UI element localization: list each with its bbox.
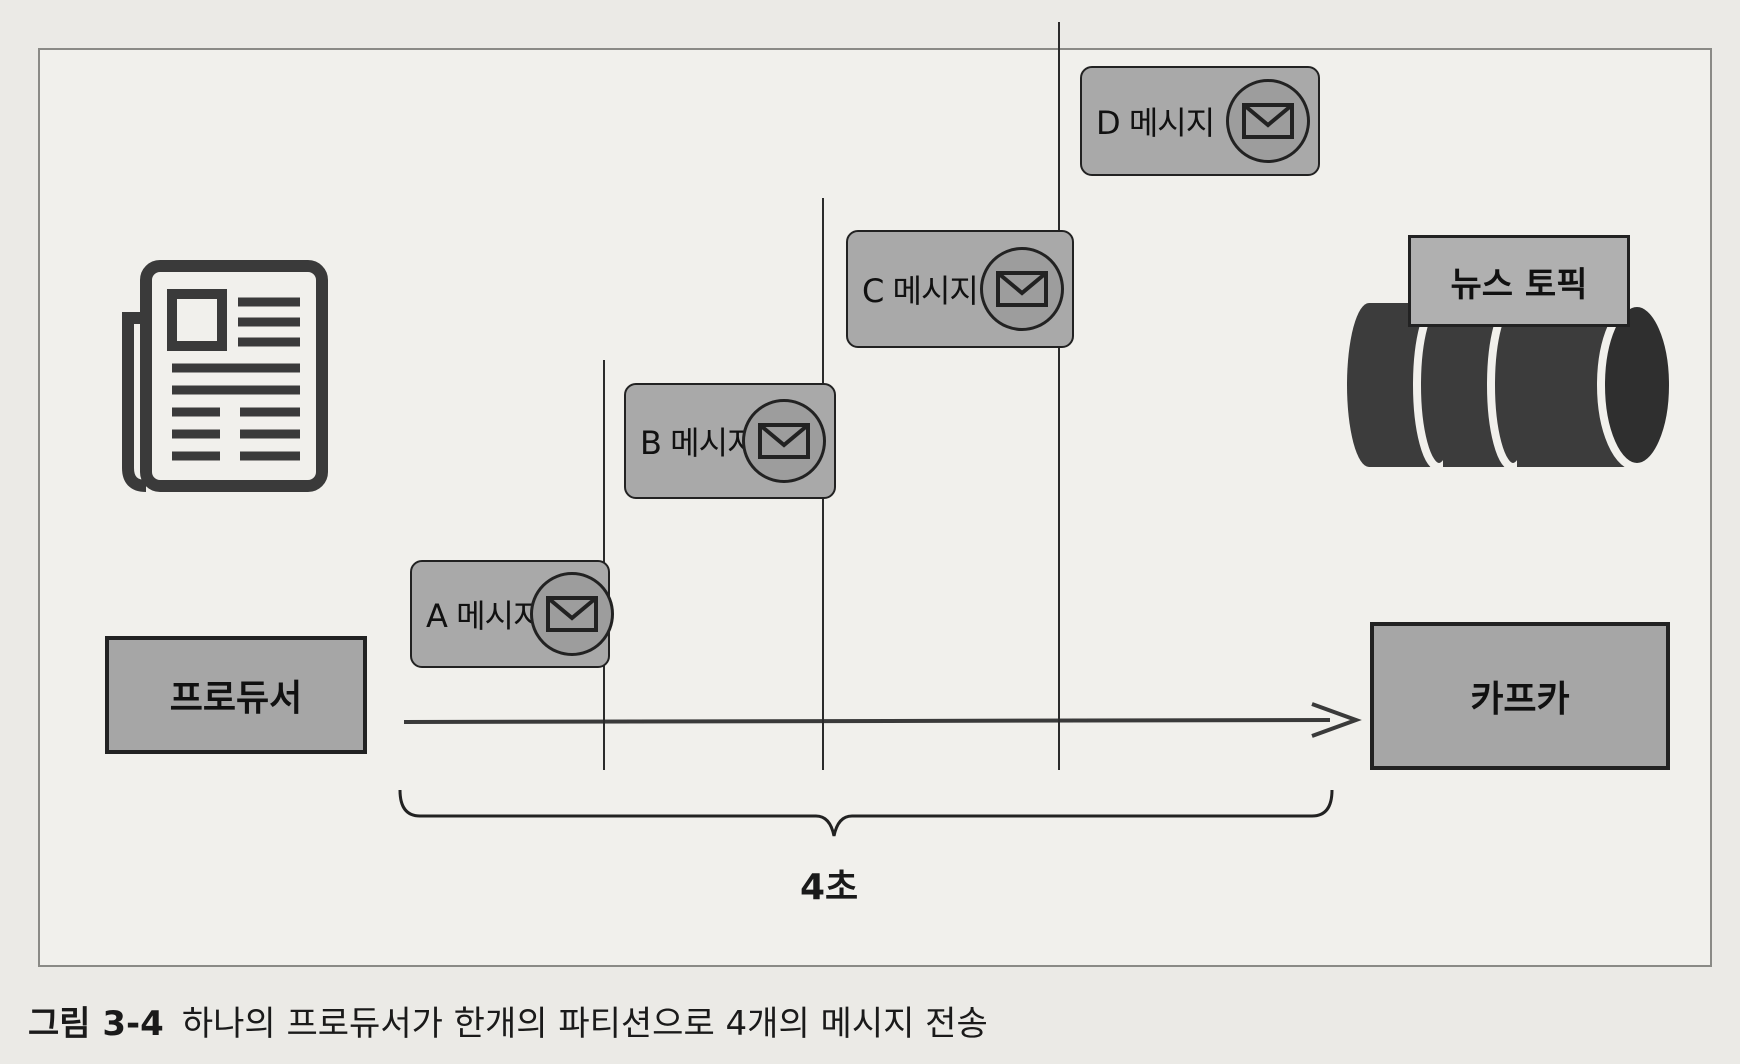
figure-number: 그림 3-4 (28, 1004, 164, 1044)
envelope-icon (980, 247, 1064, 331)
message-label: D 메시지 (1096, 104, 1215, 142)
message-a: A 메시지 (410, 560, 614, 668)
message-label: A 메시지 (426, 597, 542, 635)
topic-label: 뉴스 토픽 (1450, 264, 1588, 305)
message-d: D 메시지 (1080, 66, 1320, 176)
figure-caption: 그림 3-4 하나의 프로듀서가 한개의 파티션으로 4개의 메시지 전송 (28, 996, 988, 1045)
duration-label: 4초 (800, 867, 859, 908)
duration-brace (398, 790, 1334, 837)
producer-box: 프로듀서 (105, 636, 367, 754)
producer-label: 프로듀서 (169, 678, 303, 719)
kafka-label: 카프카 (1470, 679, 1570, 720)
send-time-line-3 (1058, 22, 1060, 770)
message-b: B 메시지 (624, 383, 836, 499)
caption-text: 하나의 프로듀서가 한개의 파티션으로 4개의 메시지 전송 (181, 1004, 988, 1044)
timeline-arrow (403, 702, 1362, 738)
message-label: C 메시지 (862, 272, 979, 310)
envelope-icon (742, 399, 826, 483)
envelope-icon (530, 572, 614, 656)
message-c: C 메시지 (846, 230, 1074, 348)
partition-cylinder-icon (1347, 299, 1677, 471)
kafka-box: 카프카 (1370, 622, 1670, 770)
newspaper-icon (122, 260, 328, 492)
envelope-icon (1226, 79, 1310, 163)
message-label: B 메시지 (640, 424, 756, 462)
topic-box: 뉴스 토픽 (1408, 235, 1630, 327)
figure-frame (38, 48, 1712, 967)
